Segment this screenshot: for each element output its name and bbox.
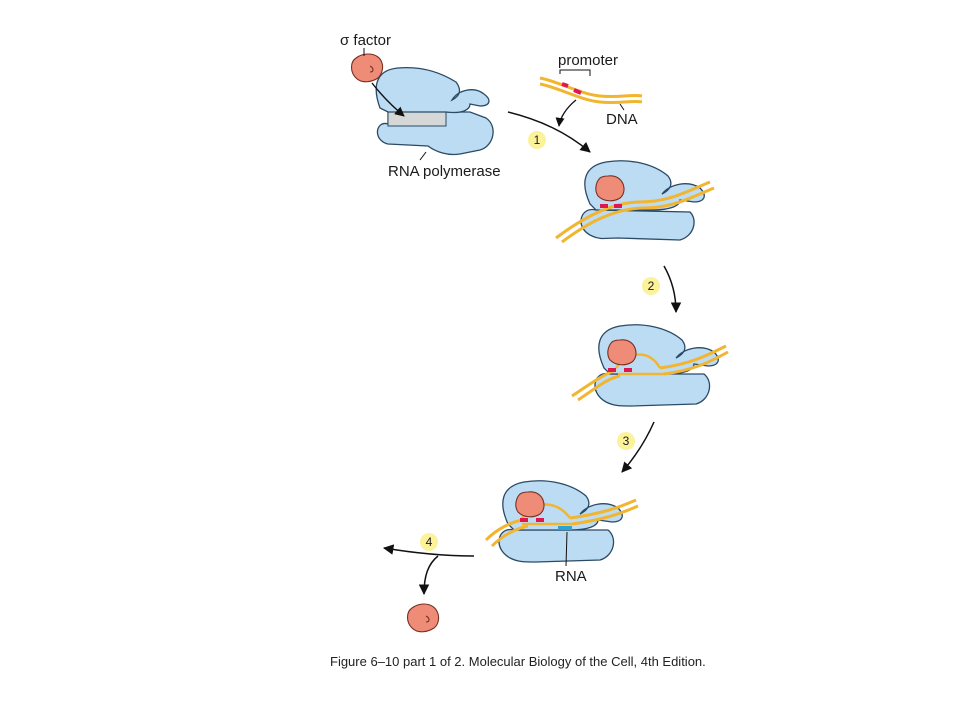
step-1-label: 1	[534, 133, 541, 147]
rna-polymerase-upper	[375, 66, 490, 114]
stage-free-polymerase: σ factor RNA polymerase	[340, 32, 501, 180]
sigma-factor-shape	[350, 53, 384, 83]
dna-label: DNA	[606, 111, 638, 128]
stage-free-dna: promoter DNA	[539, 52, 643, 128]
step-3-arrow	[621, 421, 655, 473]
stage-sigma-release: 4	[382, 533, 475, 633]
step-4-arrow	[382, 544, 475, 557]
figure-caption: Figure 6–10 part 1 of 2. Molecular Biolo…	[330, 654, 706, 669]
stage-open-complex	[571, 324, 729, 407]
step-4-label: 4	[426, 535, 433, 549]
released-sigma-factor	[406, 603, 440, 633]
step-2-label: 2	[648, 279, 655, 293]
rna-label: RNA	[555, 568, 587, 585]
stage-initial-transcription: RNA	[484, 480, 639, 585]
stage-closed-complex	[555, 160, 715, 244]
promoter-label: promoter	[558, 52, 618, 69]
step-1-arrow	[507, 111, 591, 153]
sigma-factor-label: σ factor	[340, 32, 391, 49]
step-2-arrow	[663, 265, 682, 314]
step-3-label: 3	[623, 434, 630, 448]
rna-polymerase-label: RNA polymerase	[388, 163, 501, 180]
